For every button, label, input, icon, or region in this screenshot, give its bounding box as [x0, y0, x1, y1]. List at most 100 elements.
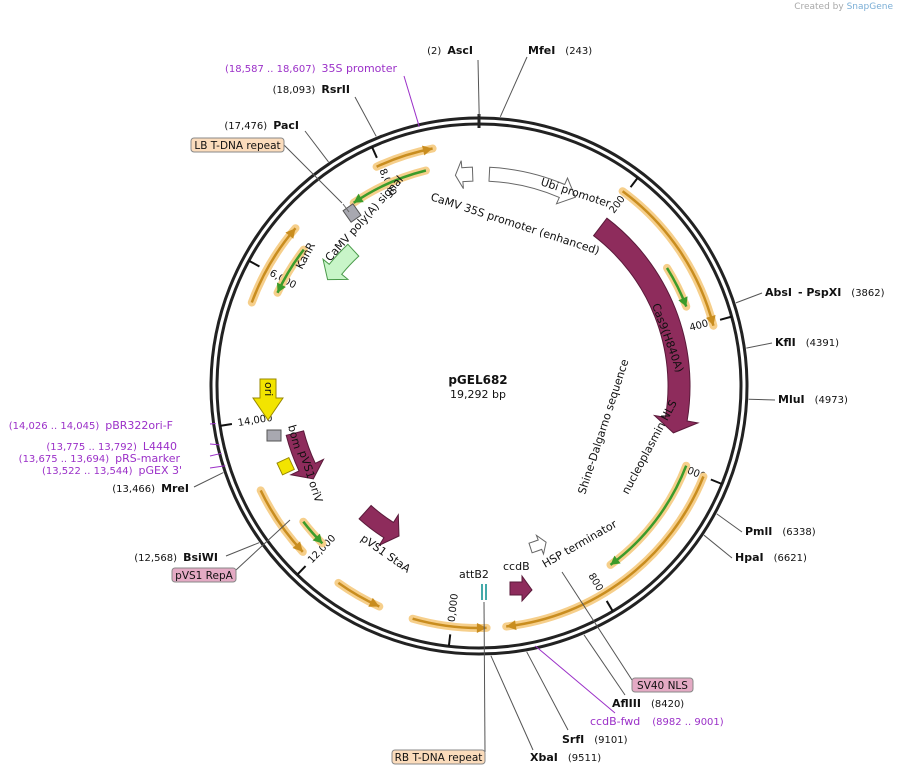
primer-label: (13,775 .. 13,792)L4440 — [46, 440, 177, 453]
enzyme-label: HpaI (6621) — [735, 551, 807, 564]
primer-name: pRS-marker — [115, 452, 180, 465]
tick-mark — [447, 634, 452, 647]
enzyme-leader — [354, 96, 377, 137]
enzyme-label: PmlI(6338) — [745, 525, 816, 538]
enzyme-label: MfeI (243) — [528, 44, 592, 57]
enzyme-label: (2)AscI — [427, 44, 473, 57]
enzyme-name: HpaI — [735, 551, 764, 564]
boxed-label-leader — [561, 571, 633, 681]
enzyme-position: (6621) — [774, 553, 807, 564]
primer-label: (18,587 .. 18,607)35S promoter — [225, 62, 397, 75]
primer-arrow — [506, 476, 705, 628]
enzyme-leader — [225, 542, 260, 557]
boxed-label: RB T-DNA repeat — [395, 752, 483, 764]
enzyme-position: (9101) — [594, 735, 627, 746]
boxed-label-bg — [171, 567, 237, 583]
pvs1-oriv-arrow — [285, 430, 325, 480]
enzyme-leader — [526, 651, 569, 731]
primer-name: pBR322ori-F — [105, 419, 173, 432]
boxed-label-leader — [283, 144, 343, 204]
primer-arrowhead — [353, 193, 364, 203]
primer-label: (13,522 .. 13,544)pGEX 3' — [42, 464, 182, 477]
enzyme-name: AscI — [447, 44, 473, 57]
enzyme-leader — [735, 292, 763, 304]
hsp-terminator-arrow — [528, 534, 547, 556]
enzyme-name: MreI — [161, 482, 189, 495]
enzyme-leader — [490, 655, 534, 751]
label-leader-lines — [193, 56, 776, 753]
primer-arrowhead — [368, 597, 380, 607]
primer-highlight — [606, 461, 691, 569]
feature-label: bom — [285, 423, 304, 450]
primer-label: ccdB-fwd (8982 .. 9001) — [590, 715, 724, 728]
primer-arrowhead — [506, 620, 517, 631]
credit-prefix: Created by — [794, 2, 844, 12]
enzyme-name: AflIII — [612, 697, 641, 710]
boxed-label-bg — [631, 677, 694, 693]
enzyme-leader — [583, 634, 626, 696]
enzyme-position: (18,093) — [273, 85, 316, 96]
primer-name: ccdB-fwd — [590, 715, 640, 728]
feature-label: ori — [262, 382, 275, 396]
enzyme-label: XbaI(9511) — [530, 751, 601, 764]
enzyme-name: PacI — [273, 119, 299, 132]
enzyme-leader — [703, 534, 733, 559]
primer-label: (13,675 .. 13,694) pRS-marker — [19, 452, 181, 465]
feature-label: CaMV 35S promoter (enhanced) — [429, 190, 601, 257]
boxed-label: LB T-DNA repeat — [194, 140, 280, 152]
primer-arrowhead — [276, 282, 286, 293]
attb2-mark-1 — [481, 584, 483, 600]
ubi-promoter-arrow — [488, 166, 577, 205]
enzyme-label: (13,466)MreI — [112, 482, 189, 495]
credit-brand: SnapGene — [846, 2, 893, 12]
enzyme-leader — [477, 59, 480, 117]
kanr-arrow — [322, 243, 360, 281]
tick-mark — [219, 423, 233, 427]
attb2-mark-2 — [485, 584, 487, 600]
enzyme-label: (18,093)RsrII — [273, 83, 350, 96]
enzyme-name-extra: - PspXI — [798, 286, 841, 299]
primer-range: (14,026 .. 14,045) — [9, 421, 100, 432]
tick-mark — [710, 478, 723, 485]
primer-range: (13,675 .. 13,694) — [19, 454, 110, 465]
feature-arrows — [252, 160, 700, 603]
enzyme-name: SrfI — [562, 733, 584, 746]
primer-arrowhead — [610, 555, 621, 565]
ccdb-arrow — [509, 574, 533, 603]
snapgene-credit: Created by SnapGene — [794, 2, 893, 12]
enzyme-position: (17,476) — [224, 121, 267, 132]
primer-leader — [209, 465, 226, 469]
tick-mark — [296, 565, 307, 576]
enzyme-position: (4973) — [815, 395, 848, 406]
primer-arrowhead — [705, 314, 716, 326]
tick-mark — [719, 315, 732, 321]
enzyme-label: SrfI (9101) — [562, 733, 628, 746]
ori-arrow — [252, 378, 284, 421]
primer-arrowhead — [678, 296, 688, 307]
primer-range: (8982 .. 9001) — [652, 717, 724, 728]
feature-label: ccdB — [503, 560, 530, 573]
primer-arrow — [302, 520, 324, 545]
primer-arrowhead — [285, 228, 296, 239]
enzyme-label: MluI(4973) — [778, 393, 848, 406]
feature-label: attB2 — [459, 568, 489, 581]
plasmid-name: pGEL682 — [448, 373, 507, 387]
boxed-label-leader — [235, 519, 291, 571]
enzyme-position: (243) — [565, 46, 592, 57]
enzyme-label: KflI(4391) — [775, 336, 839, 349]
enzyme-leader — [193, 472, 224, 488]
primer-arrowhead — [422, 145, 433, 156]
primer-label: (14,026 .. 14,045) pBR322ori-F — [9, 419, 173, 432]
primer-arrowhead — [292, 541, 303, 552]
enzyme-name: MfeI — [528, 44, 555, 57]
enzyme-position: (3862) — [851, 288, 884, 299]
enzyme-leader — [499, 56, 528, 118]
backbone-ring — [209, 114, 749, 656]
tick-mark — [371, 146, 378, 159]
primer-range: (13,775 .. 13,792) — [46, 442, 137, 453]
enzyme-label: AbsI- PspXI(3862) — [765, 286, 885, 299]
boxed-label: pVS1 RepA — [175, 570, 233, 582]
primer-name: 35S promoter — [321, 62, 397, 75]
primer-arrow — [609, 465, 688, 566]
